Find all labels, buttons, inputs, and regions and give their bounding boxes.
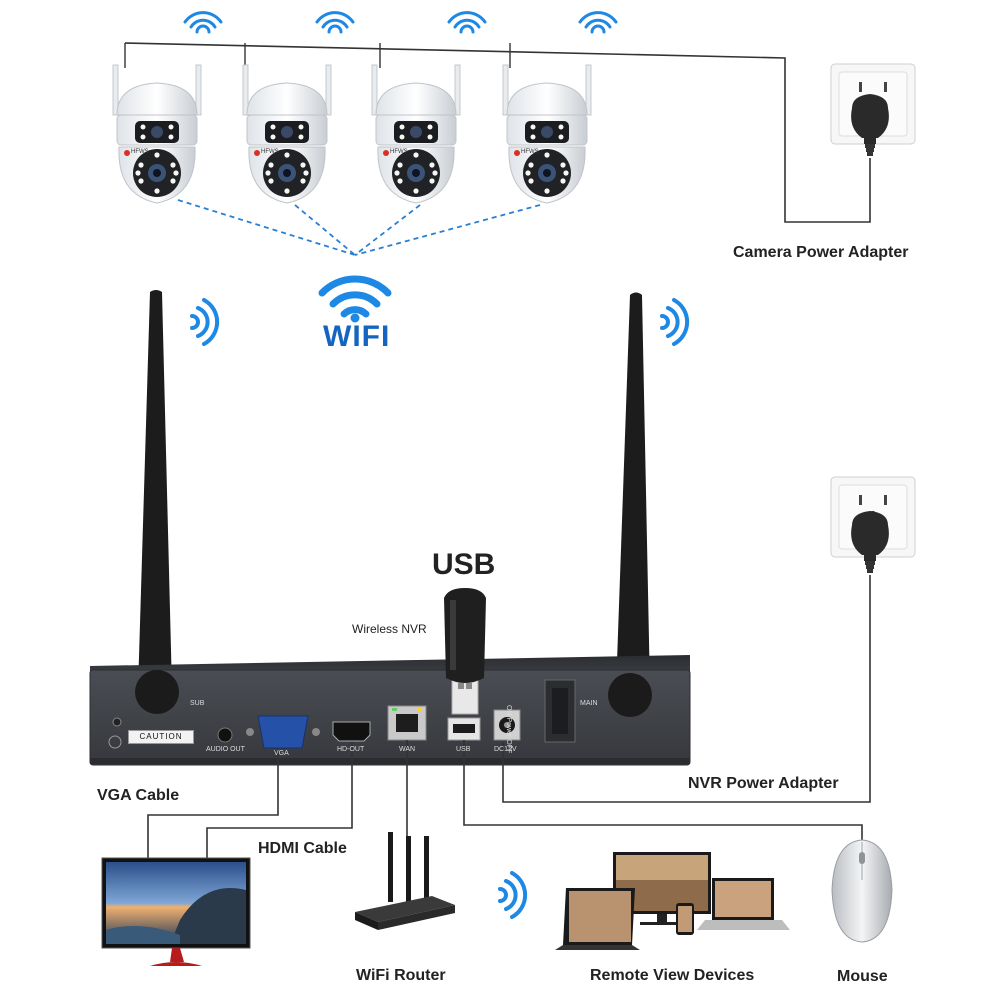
port-label-usb: USB <box>456 746 471 753</box>
camera-2 <box>242 64 332 204</box>
wifi-icon <box>318 275 392 323</box>
wifi-label: WIFI <box>323 320 391 353</box>
hdmi-cable <box>206 742 353 858</box>
camera-wifi-signal-icon <box>183 11 618 34</box>
antenna-wifi-signal-icon <box>190 298 690 346</box>
port-label-hdmi-out: HD-OUT <box>337 746 365 753</box>
port-label-wan: WAN <box>399 746 416 753</box>
monitor <box>101 857 251 966</box>
nvr-power-adapter-label: NVR Power Adapter <box>688 775 839 792</box>
nvr-device <box>89 655 691 766</box>
camera-brand-3: HFWS <box>390 149 408 155</box>
camera-brand-1: HFWS <box>131 149 149 155</box>
port-label-power-switch: ON Power OFF <box>505 705 512 754</box>
wifi-router-icon <box>355 832 455 930</box>
caution-label: CAUTION <box>128 730 194 744</box>
antenna-right-icon <box>616 292 650 690</box>
remote-view-devices-icon <box>555 852 790 950</box>
port-label-sub: SUB <box>190 700 205 707</box>
camera-brand-2: HFWS <box>261 149 279 155</box>
camera-3 <box>371 64 461 204</box>
wifi-links <box>177 199 541 256</box>
port-label-main: MAIN <box>580 700 598 707</box>
mouse-icon <box>831 839 893 943</box>
remote-view-devices-label: Remote View Devices <box>590 967 755 984</box>
usb-mouse-cable <box>463 740 863 840</box>
port-label-vga: VGA <box>274 750 289 757</box>
wifi-router-label: WiFi Router <box>356 967 446 984</box>
hdmi-cable-label: HDMI Cable <box>258 840 347 857</box>
camera-1 <box>112 64 202 204</box>
wireless-nvr-label: Wireless NVR <box>352 622 427 636</box>
nvr-power-cable <box>502 575 871 803</box>
usb-label: USB <box>432 548 496 581</box>
vga-cable-label: VGA Cable <box>97 787 180 804</box>
antenna-left-icon <box>138 290 172 690</box>
usb-dongle-icon <box>444 588 486 715</box>
camera-4 <box>502 64 592 204</box>
camera-power-socket <box>830 63 916 156</box>
router-wifi-signal-icon <box>498 871 528 919</box>
port-label-dc12v: DC12V <box>494 746 517 753</box>
nvr-power-socket <box>830 476 916 573</box>
mouse-label: Mouse <box>837 968 888 985</box>
camera-power-adapter-label: Camera Power Adapter <box>733 244 909 261</box>
vga-cable <box>147 750 279 858</box>
camera-power-cable <box>124 42 871 223</box>
camera-brand-4: HFWS <box>521 149 539 155</box>
port-label-audio-out: AUDIO OUT <box>206 746 245 753</box>
